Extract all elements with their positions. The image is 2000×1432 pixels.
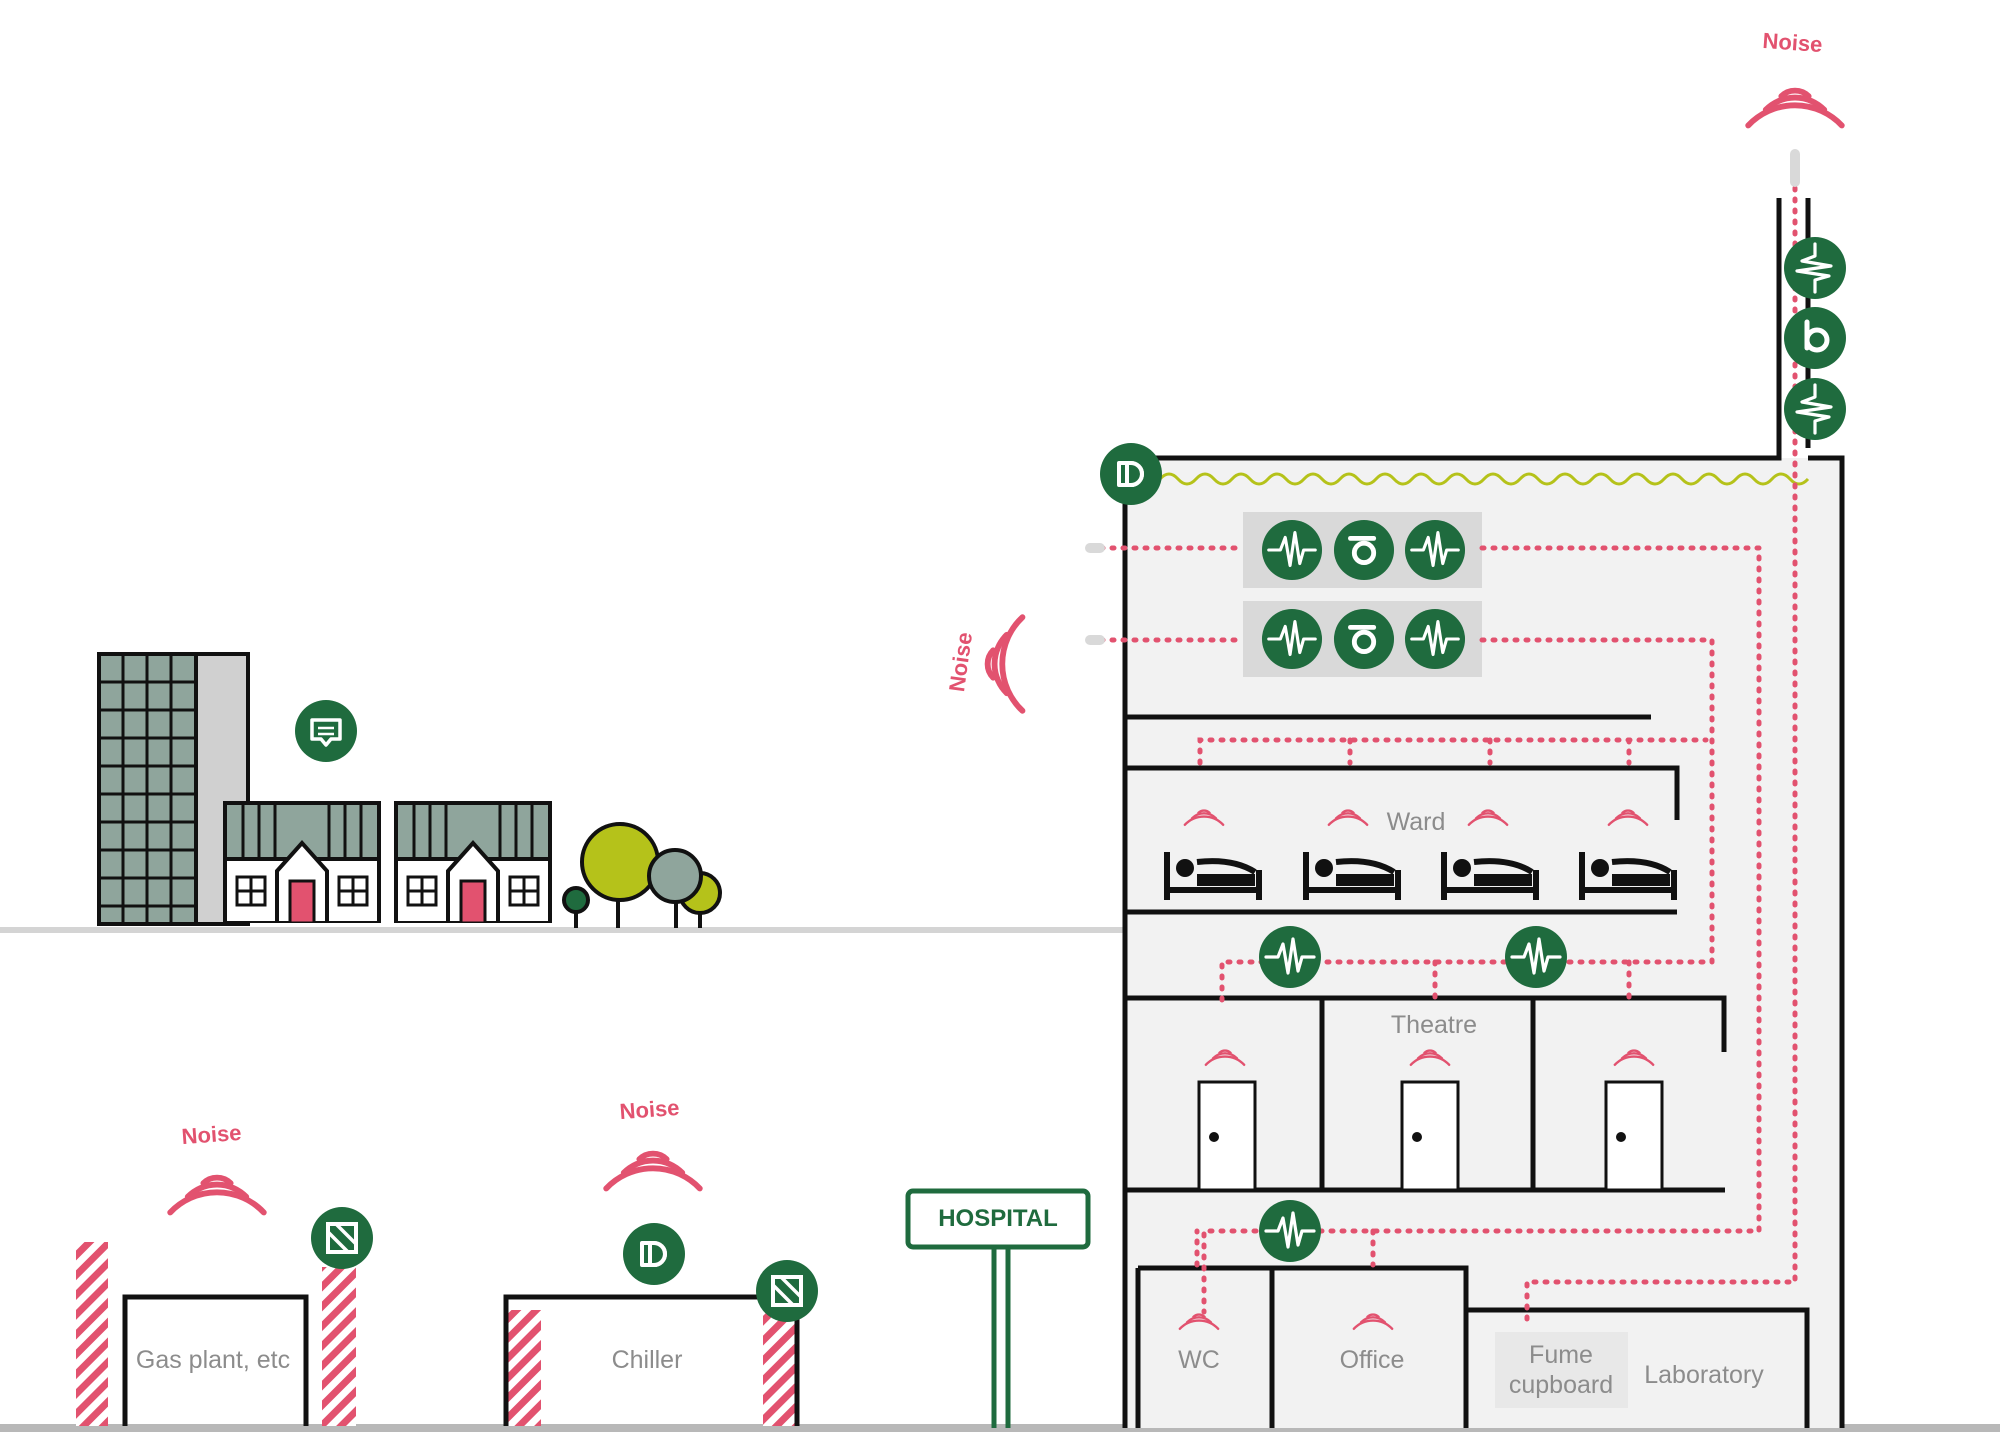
ward-label: Ward [1387, 808, 1446, 836]
fume-cupboard-label-1: Fume [1529, 1341, 1593, 1369]
house-2 [394, 801, 552, 923]
gas-plant [76, 1242, 356, 1426]
acoustic-barrier-icon [755, 1259, 819, 1323]
vibration-icon [1404, 519, 1466, 581]
fume-cupboard-label-2: cupboard [1509, 1371, 1613, 1399]
vibration-icon [1783, 236, 1847, 300]
vibration-icon [1258, 1199, 1322, 1263]
vibration-icon [1404, 608, 1466, 670]
vibration-isolation-line [1158, 472, 1810, 486]
laboratory-label: Laboratory [1644, 1361, 1764, 1389]
louvre-stubs [1085, 543, 1105, 645]
floor-slabs [1125, 714, 1810, 1428]
gas-plant-noise-label: Noise [181, 1120, 243, 1149]
chiller-noise-label: Noise [619, 1095, 681, 1124]
side-noise-label: Noise [944, 631, 977, 694]
vibration-icon [1261, 519, 1323, 581]
fan-icon [1784, 307, 1846, 369]
house-1 [223, 801, 381, 923]
acoustic-barrier-icon [310, 1206, 374, 1270]
chiller [503, 1294, 800, 1426]
roof-noise-waves [1748, 91, 1842, 126]
door-icon [1400, 1080, 1460, 1190]
vibration-icon [1258, 925, 1322, 989]
silencer-icon [1099, 442, 1163, 506]
noise-duct-routes [1087, 152, 1798, 1328]
fan-icon [1334, 609, 1394, 669]
silencer-icon [622, 1222, 686, 1286]
gas-plant-noise-waves [170, 1178, 264, 1213]
hospital-signpost [905, 1188, 1091, 1428]
door-icon [1197, 1080, 1257, 1190]
office-label: Office [1340, 1346, 1405, 1374]
roof-noise-label: Noise [1762, 28, 1824, 57]
wc-label: WC [1178, 1346, 1220, 1374]
door-icon [1604, 1080, 1664, 1190]
theatre-label: Theatre [1391, 1011, 1477, 1039]
vibration-icon [1261, 608, 1323, 670]
office-tower [97, 652, 250, 926]
fume-cupboard [1495, 1332, 1628, 1408]
hospital-sign-label: HOSPITAL [938, 1205, 1058, 1232]
hospital-outline [1122, 198, 1845, 1428]
vibration-icon [1504, 925, 1568, 989]
side-noise-waves [988, 617, 1023, 711]
chiller-label: Chiller [612, 1346, 683, 1374]
chiller-noise-waves [606, 1154, 700, 1189]
trees [562, 822, 722, 928]
comment-icon [294, 699, 358, 763]
gas-plant-label: Gas plant, etc [136, 1346, 290, 1374]
vibration-icon [1783, 377, 1847, 441]
fan-icon [1334, 520, 1394, 580]
